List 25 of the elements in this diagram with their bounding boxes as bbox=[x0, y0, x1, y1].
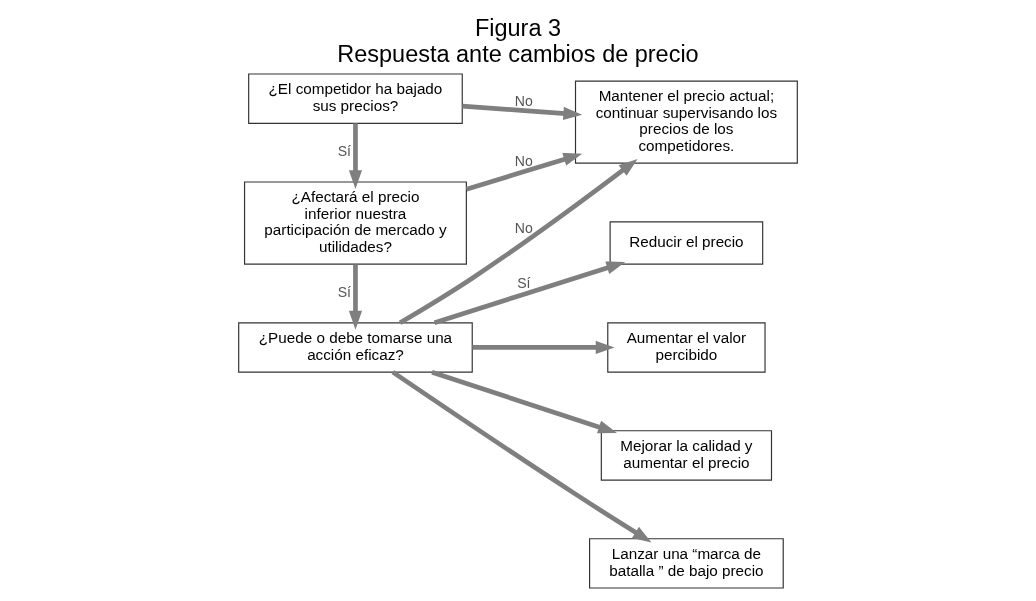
edge-label: Sí bbox=[517, 275, 531, 292]
node-box: Mantener el precio actual; continuar supervisando los precios de los competidores. bbox=[574, 80, 798, 164]
arrow bbox=[472, 340, 615, 355]
node-box: ¿El competidor ha bajado sus precios? bbox=[248, 73, 463, 124]
edge-label: No bbox=[514, 93, 533, 110]
arrow bbox=[398, 159, 638, 325]
edge-label: Sí bbox=[337, 143, 351, 160]
arrow bbox=[431, 370, 617, 434]
edge-label: No bbox=[514, 220, 533, 237]
caption: Respuesta ante cambios de precio bbox=[337, 41, 699, 68]
arrow bbox=[348, 264, 363, 330]
node-box: Lanzar una “marca de batalla ” de bajo precio bbox=[589, 538, 784, 589]
edge-label: Sí bbox=[337, 284, 351, 301]
node-box: Aumentar el valor percibido bbox=[607, 322, 766, 373]
node-box: ¿Afectará el precio inferior nuestra participación de mercado y utilidades? bbox=[243, 181, 467, 265]
edge-label: No bbox=[514, 153, 533, 170]
arrow bbox=[433, 261, 626, 325]
node-box: Mejorar la calidad y aumentar el precio bbox=[600, 430, 773, 481]
diagram-title: Figura 3 bbox=[474, 15, 562, 42]
arrow bbox=[465, 152, 583, 192]
arrow bbox=[348, 123, 363, 190]
node-box: ¿Puede o debe tomarse una acción eficaz? bbox=[238, 322, 473, 373]
arrow bbox=[462, 103, 583, 120]
arrow bbox=[391, 370, 652, 543]
node-box: Reducir el precio bbox=[609, 221, 764, 265]
